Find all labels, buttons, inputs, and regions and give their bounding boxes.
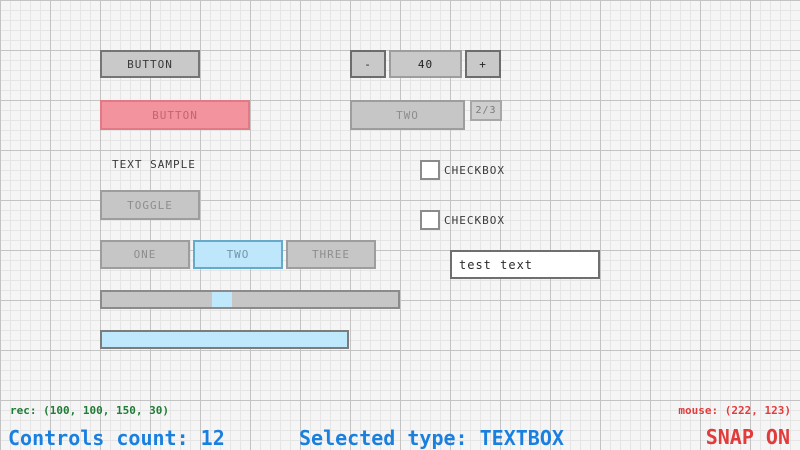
text-sample-label: TEXT SAMPLE <box>112 158 196 171</box>
checkbox-1-label: CHECKBOX <box>444 163 505 177</box>
status-controls-count: Controls count: 12 <box>8 426 225 450</box>
slider-handle[interactable] <box>212 292 232 307</box>
carousel-page-indicator: 2/3 <box>470 100 502 121</box>
status-snap-indicator: SNAP ON <box>705 425 790 449</box>
tab-one[interactable]: ONE <box>100 240 190 269</box>
checkbox-2-label: CHECKBOX <box>444 213 505 227</box>
toggle-button[interactable]: TOGGLE <box>100 190 200 220</box>
status-rect-readout: rec: (100, 100, 150, 30) <box>10 404 169 417</box>
status-selected-type: Selected type: TEXTBOX <box>299 426 564 450</box>
stepper-decrement-button[interactable]: - <box>350 50 386 78</box>
button-pink[interactable]: BUTTON <box>100 100 250 130</box>
textbox-input[interactable] <box>450 250 600 279</box>
tab-three[interactable]: THREE <box>286 240 376 269</box>
button-normal[interactable]: BUTTON <box>100 50 200 78</box>
stepper-value: 40 <box>389 50 462 78</box>
carousel-button[interactable]: TWO <box>350 100 465 130</box>
checkbox-1-box[interactable] <box>420 160 440 180</box>
checkbox-2-box[interactable] <box>420 210 440 230</box>
slider-track[interactable] <box>100 290 400 309</box>
stepper-increment-button[interactable]: + <box>465 50 501 78</box>
tab-two-selected[interactable]: TWO <box>193 240 283 269</box>
checkbox-row-1[interactable]: CHECKBOX <box>420 160 505 180</box>
status-mouse-readout: mouse: (222, 123) <box>678 404 791 417</box>
progress-bar <box>100 330 349 349</box>
checkbox-row-2[interactable]: CHECKBOX <box>420 210 505 230</box>
